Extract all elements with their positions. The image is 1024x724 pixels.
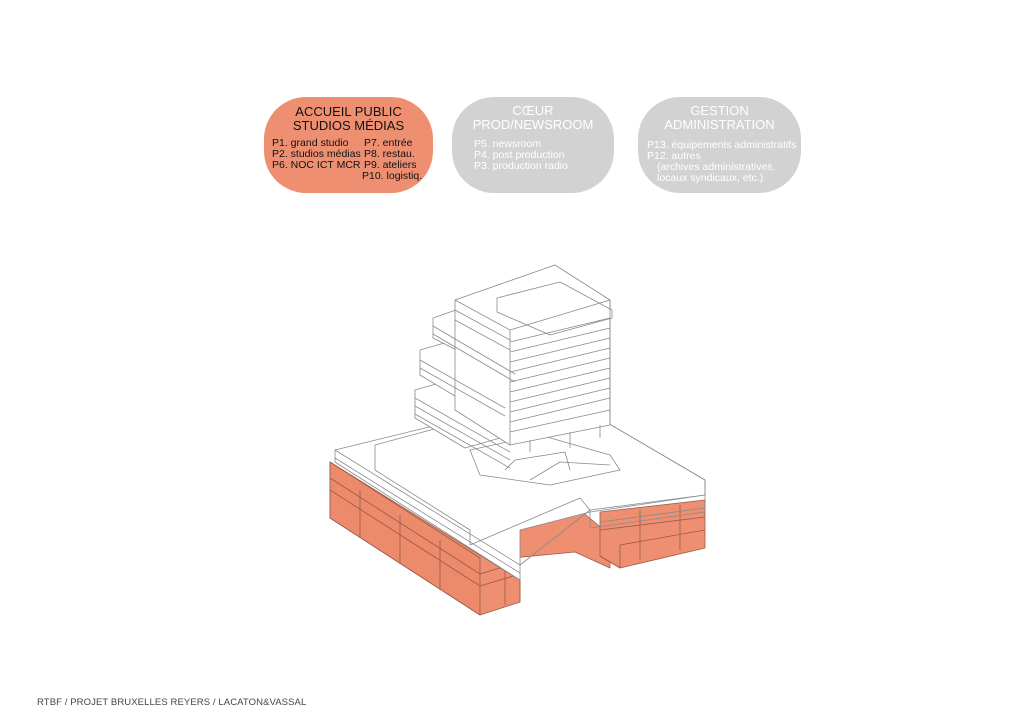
program-item: P1. grand studio (272, 137, 349, 149)
program-item: P10. logistiq. (362, 170, 423, 182)
podium (334, 394, 706, 581)
title-line: CŒUR (512, 103, 554, 118)
program-item: P6. NOC ICT MCR (272, 159, 361, 171)
program-item: P8. restau. (364, 148, 415, 160)
bubble-title: CŒUR PROD/NEWSROOM (452, 104, 614, 132)
footer-credit: RTBF / PROJET BRUXELLES REYERS / LACATON… (37, 697, 307, 708)
program-item: P5. newsroom (474, 138, 542, 150)
program-item: P13. équipements administratifs (647, 139, 797, 151)
program-item: P4. post production (474, 149, 565, 161)
tower (414, 264, 613, 469)
program-item: P12. autres (647, 150, 701, 162)
program-item: P3. production radio (474, 160, 568, 172)
title-line: ACCUEIL PUBLIC (295, 104, 402, 119)
title-line: ADMINISTRATION (664, 117, 775, 132)
program-item: locaux syndicaux, etc.) (657, 172, 764, 184)
program-item: P2. studios médias (272, 148, 361, 160)
title-line: GESTION (690, 103, 749, 118)
program-bubble-production: CŒUR PROD/NEWSROOM P5. newsroom P4. post… (452, 97, 614, 193)
bubble-title: ACCUEIL PUBLIC STUDIOS MÉDIAS (264, 105, 433, 133)
title-line: PROD/NEWSROOM (472, 117, 594, 132)
program-item: P9. ateliers (364, 159, 417, 171)
program-bubble-administration: GESTION ADMINISTRATION P13. équipements … (638, 97, 801, 193)
program-bubble-public: ACCUEIL PUBLIC STUDIOS MÉDIAS P1. grand … (264, 97, 433, 193)
program-item: (archives administratives, (657, 161, 776, 173)
bubble-title: GESTION ADMINISTRATION (638, 104, 801, 132)
title-line: STUDIOS MÉDIAS (292, 118, 405, 133)
program-item: P7. entrée (364, 137, 413, 149)
